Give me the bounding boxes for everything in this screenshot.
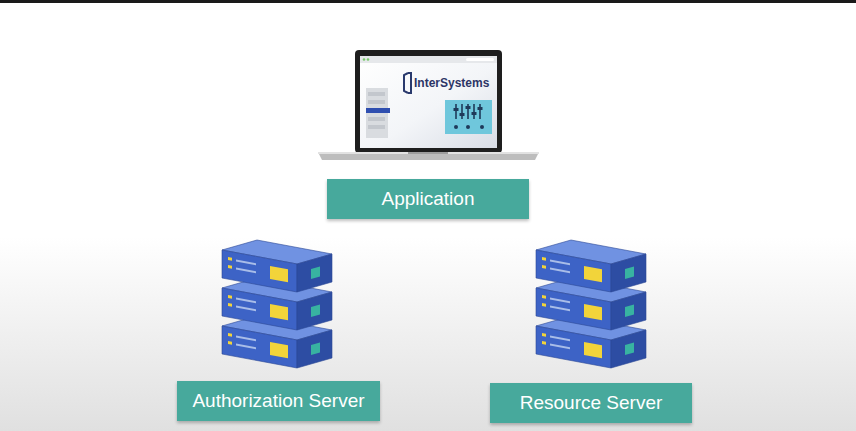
browser-dot — [363, 58, 366, 61]
slider-line — [461, 104, 463, 119]
sidebar-item — [368, 100, 385, 104]
laptop — [318, 50, 539, 160]
browser-dot — [367, 58, 370, 61]
slider-knobs — [454, 106, 485, 129]
panel-dot — [466, 125, 470, 129]
slider-line — [473, 104, 475, 119]
sidebar-item — [368, 117, 385, 121]
laptop-base — [318, 152, 539, 160]
box-label: Application — [382, 188, 475, 211]
slider-knob — [460, 113, 465, 116]
browser-bar — [360, 56, 497, 63]
laptop-base-edge — [318, 152, 539, 154]
server-label-box: Authorization Server — [177, 381, 380, 421]
slider-line — [479, 104, 481, 119]
server-unit — [222, 240, 332, 292]
screen-panel — [445, 100, 492, 134]
server-unit — [536, 240, 646, 292]
sidebar-item — [368, 92, 385, 96]
server-stack — [536, 240, 646, 368]
slider-knob — [472, 112, 477, 115]
box-label: Resource Server — [520, 392, 663, 415]
browser-search — [466, 58, 494, 61]
panel-dot — [480, 125, 484, 129]
slider-knob — [466, 106, 471, 109]
logo-mark — [404, 73, 411, 93]
sidebar-item — [368, 125, 385, 129]
slider-knob — [454, 108, 459, 111]
box-label: Authorization Server — [192, 390, 364, 413]
laptop-screen — [360, 56, 497, 148]
top-edge — [0, 0, 856, 3]
slider-knob — [478, 107, 483, 110]
application-box: Application — [327, 179, 529, 219]
panel-dot — [454, 125, 458, 129]
sidebar-item — [366, 108, 390, 113]
laptop-notch — [408, 152, 448, 154]
server-stack — [222, 240, 332, 368]
slider-icon — [456, 104, 480, 119]
slider-line — [455, 104, 457, 119]
server-label-box: Resource Server — [490, 383, 692, 423]
laptop-bezel — [355, 50, 502, 153]
logo-text: InterSystems — [414, 76, 489, 90]
